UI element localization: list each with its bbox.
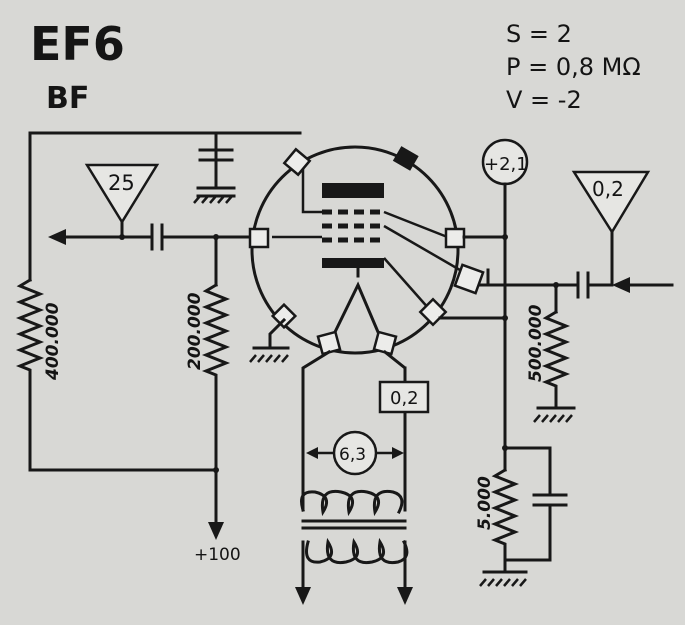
tube-pin bbox=[444, 227, 466, 249]
heater-transformer bbox=[295, 489, 413, 605]
resistor-5k-label: 5.000 bbox=[475, 476, 495, 530]
right-wiring bbox=[438, 235, 580, 320]
input-signal-arrow bbox=[48, 229, 152, 245]
internal-wiring bbox=[272, 162, 461, 311]
heater-voltage-indicator bbox=[306, 430, 404, 476]
supply-label: +100 bbox=[194, 545, 241, 565]
resistor-200k-label: 200.000 bbox=[185, 292, 205, 370]
top-cap bbox=[392, 146, 419, 171]
tube-type-title: EF6 bbox=[30, 17, 125, 71]
resistor-400k-label: 400.000 bbox=[43, 302, 63, 381]
tube-pin bbox=[248, 227, 270, 249]
junction-dot bbox=[213, 467, 219, 473]
heater-current-box bbox=[378, 380, 430, 414]
input-gain-label: 25 bbox=[108, 171, 135, 195]
junction-dot bbox=[502, 445, 508, 451]
heater-voltage-label: 6,3 bbox=[339, 445, 366, 465]
param-v: V = -2 bbox=[506, 86, 582, 114]
resistor-5k bbox=[490, 467, 520, 547]
resistor-200k bbox=[201, 282, 231, 387]
tube-envelope bbox=[250, 145, 460, 355]
tube-pin bbox=[372, 330, 398, 356]
output-signal-arrow bbox=[612, 277, 674, 293]
tube-pin bbox=[453, 263, 485, 295]
tube-electrodes bbox=[322, 183, 384, 335]
tube-pin bbox=[270, 302, 298, 330]
tube-pin bbox=[316, 330, 342, 356]
tube-pin bbox=[282, 147, 312, 177]
param-s: S = 2 bbox=[506, 20, 572, 48]
cathode-network bbox=[503, 446, 568, 562]
junction-dot bbox=[502, 315, 508, 321]
decoupling-capacitor bbox=[193, 148, 236, 204]
output-gain-label: 0,2 bbox=[592, 177, 624, 201]
output-gain-triangle bbox=[571, 170, 651, 287]
resistor-500k bbox=[541, 309, 571, 398]
input-coupling-capacitor bbox=[150, 223, 257, 251]
output-coupling-capacitor bbox=[576, 271, 614, 299]
tube-subtitle: BF bbox=[46, 81, 89, 116]
junction-dot bbox=[119, 234, 125, 240]
output-ground bbox=[533, 394, 576, 423]
supply-arrow bbox=[208, 522, 224, 540]
param-p: P = 0,8 MΩ bbox=[506, 53, 641, 81]
cathode-ground bbox=[479, 543, 528, 587]
resistor-400k bbox=[15, 277, 45, 382]
resistor-500k-label: 500.000 bbox=[526, 304, 546, 382]
junction-dot bbox=[502, 234, 508, 240]
shield-ground bbox=[249, 317, 290, 363]
heater-wiring bbox=[301, 349, 407, 497]
screen-voltage-label: +2,1 bbox=[484, 154, 528, 175]
screen-voltage-indicator bbox=[481, 138, 529, 450]
heater-current-label: 0,2 bbox=[390, 388, 419, 409]
